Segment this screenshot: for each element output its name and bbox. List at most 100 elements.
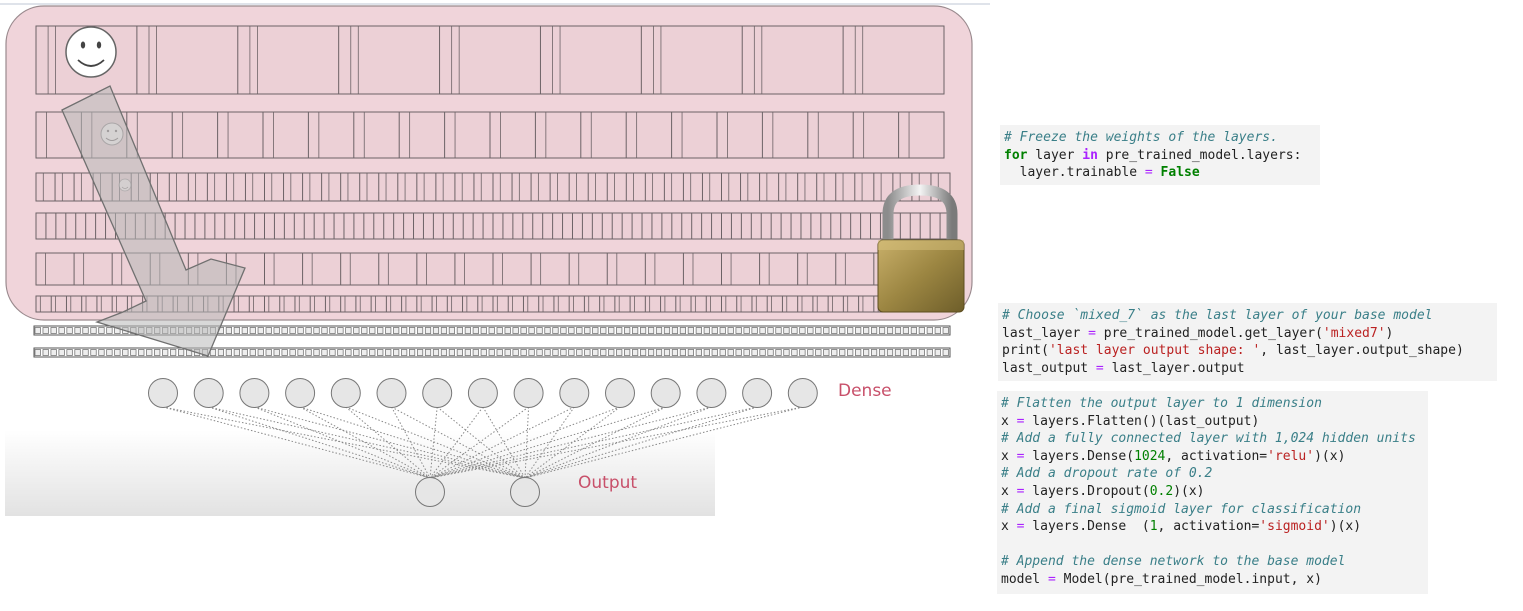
code-token: for bbox=[1004, 147, 1028, 163]
code-line: x = layers.Flatten()(last_output) bbox=[1001, 413, 1424, 431]
flatten-unit bbox=[608, 327, 615, 334]
flatten-unit bbox=[241, 349, 248, 356]
flatten-unit bbox=[711, 327, 718, 334]
flatten-unit bbox=[416, 327, 424, 334]
dense-network-code-block: # Flatten the output layer to 1 dimensio… bbox=[997, 391, 1428, 594]
flatten-unit bbox=[624, 327, 631, 334]
flatten-unit bbox=[456, 327, 463, 334]
dense-node bbox=[787, 378, 818, 408]
flatten-unit bbox=[512, 327, 519, 334]
flatten-unit bbox=[329, 349, 336, 356]
flatten-unit bbox=[735, 349, 742, 356]
connection-line bbox=[429, 406, 712, 479]
flatten-unit bbox=[432, 327, 440, 334]
flatten-unit bbox=[910, 327, 917, 334]
flatten-unit bbox=[783, 327, 790, 334]
transfer-arrow-icon bbox=[61, 85, 246, 357]
flatten-unit bbox=[385, 327, 392, 334]
dense-node bbox=[193, 378, 224, 408]
code-line: # Choose `mixed_7` as the last layer of … bbox=[1002, 307, 1493, 325]
dense-node bbox=[422, 378, 453, 408]
flatten-unit bbox=[647, 327, 655, 334]
connection-line bbox=[345, 406, 431, 479]
dense-to-output-connections bbox=[162, 406, 803, 479]
connection-line bbox=[391, 406, 431, 479]
flatten-unit bbox=[297, 327, 304, 334]
flatten-unit bbox=[448, 349, 456, 356]
flatten-unit bbox=[257, 327, 264, 334]
code-token: model bbox=[1001, 571, 1048, 587]
connection-line bbox=[162, 406, 431, 479]
flatten-unit bbox=[106, 349, 113, 356]
flatten-unit bbox=[265, 349, 272, 356]
flatten-unit bbox=[608, 349, 615, 356]
code-token: ) bbox=[1385, 325, 1394, 341]
connection-line bbox=[429, 406, 575, 479]
flatten-unit bbox=[369, 327, 376, 334]
flatten-unit bbox=[799, 327, 806, 334]
flatten-unit bbox=[297, 349, 304, 356]
flatten-unit bbox=[424, 349, 432, 356]
connection-line bbox=[299, 406, 431, 479]
flatten-unit bbox=[313, 327, 320, 334]
flatten-unit bbox=[377, 327, 384, 334]
code-token: layers.Dense ( bbox=[1024, 519, 1150, 535]
dense-node bbox=[467, 378, 498, 408]
flatten-unit bbox=[695, 349, 702, 356]
code-token: x bbox=[1001, 483, 1017, 499]
flatten-unit bbox=[647, 349, 655, 356]
flatten-unit bbox=[520, 349, 527, 356]
flatten-unit bbox=[592, 349, 599, 356]
connection-line bbox=[524, 406, 575, 479]
flatten-unit bbox=[122, 349, 129, 356]
flatten-unit bbox=[401, 327, 408, 334]
code-token: 1 bbox=[1149, 519, 1158, 535]
connection-line bbox=[299, 406, 526, 479]
flatten-unit bbox=[345, 349, 352, 356]
code-token: = bbox=[1016, 483, 1025, 499]
flatten-unit bbox=[409, 349, 416, 356]
dense-layer-nodes bbox=[148, 378, 818, 408]
flatten-unit bbox=[138, 349, 145, 356]
code-token: # Append the dense network to the base m… bbox=[1001, 554, 1346, 570]
flatten-unit bbox=[751, 327, 758, 334]
flatten-unit bbox=[337, 327, 344, 334]
code-line: x = layers.Dense (1, activation='sigmoid… bbox=[1001, 518, 1424, 536]
dense-node bbox=[650, 378, 681, 408]
dense-node bbox=[239, 378, 270, 408]
code-line: last_layer = pre_trained_model.get_layer… bbox=[1002, 325, 1493, 343]
flatten-unit bbox=[743, 327, 750, 334]
output-node bbox=[415, 477, 445, 507]
flatten-unit bbox=[663, 349, 671, 356]
code-token: = bbox=[1095, 360, 1104, 376]
flatten-unit bbox=[671, 349, 679, 356]
dense-node bbox=[148, 378, 178, 408]
code-token: # Choose `mixed_7` as the last layer of … bbox=[1002, 308, 1433, 323]
flatten-unit bbox=[472, 349, 479, 356]
dense-node bbox=[330, 378, 361, 408]
code-token: x bbox=[1001, 448, 1017, 464]
code-token: last_layer bbox=[1002, 325, 1089, 341]
flatten-unit bbox=[321, 327, 328, 334]
flatten-unit bbox=[934, 327, 941, 334]
flatten-unit bbox=[90, 327, 97, 334]
code-token: layers.Dense( bbox=[1024, 448, 1135, 464]
flatten-unit bbox=[616, 349, 623, 356]
flatten-unit bbox=[560, 327, 567, 334]
flatten-unit bbox=[146, 349, 153, 356]
flatten-unit bbox=[695, 327, 702, 334]
code-token: layers.Flatten()(last_output) bbox=[1024, 413, 1260, 429]
code-token: = bbox=[1016, 519, 1025, 535]
flatten-unit bbox=[130, 349, 137, 356]
code-line: # Flatten the output layer to 1 dimensio… bbox=[1001, 395, 1424, 413]
flatten-unit bbox=[34, 327, 41, 334]
flatten-unit bbox=[249, 327, 256, 334]
code-token: layers.Dropout( bbox=[1024, 483, 1150, 499]
connection-line bbox=[524, 406, 530, 479]
connection-line bbox=[208, 406, 526, 479]
flatten-unit bbox=[58, 349, 65, 356]
flatten-unit bbox=[815, 327, 822, 334]
flatten-unit bbox=[878, 327, 886, 334]
flatten-unit bbox=[942, 327, 949, 334]
flatten-unit bbox=[552, 349, 559, 356]
